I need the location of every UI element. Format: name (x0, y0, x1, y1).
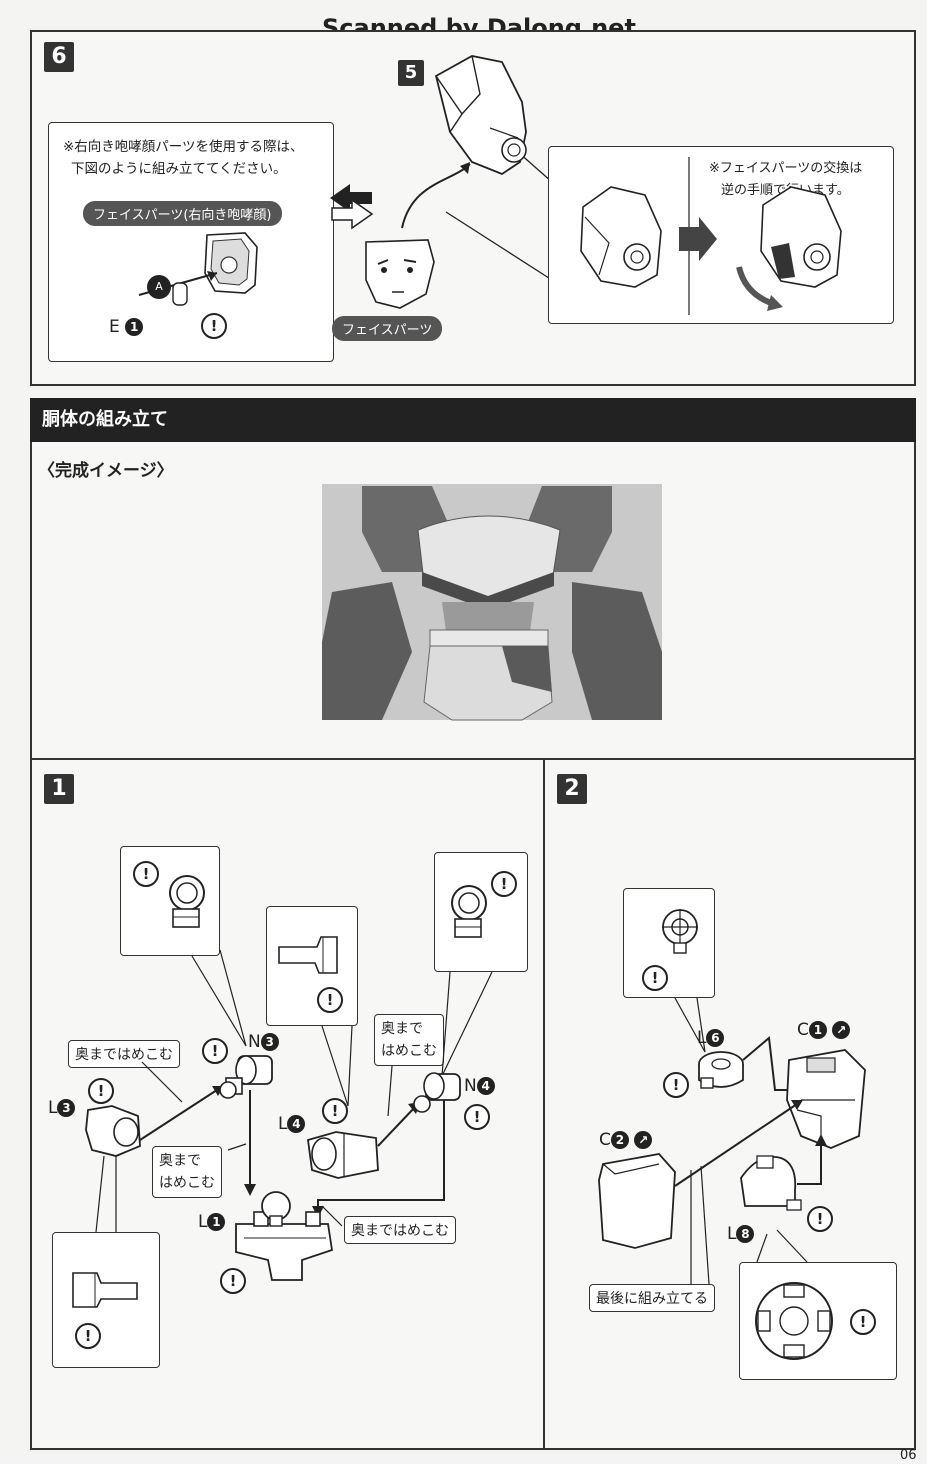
l6-detail-box: ! (623, 888, 715, 998)
completed-image-panel: 〈完成イメージ〉 (30, 442, 916, 760)
l4-detail-box: ! (266, 906, 358, 1026)
step6-panel: 6 ※右向き咆哮顔パーツを使用する際は、 下図のように組み立ててください。 フェ… (30, 30, 916, 386)
tag-line: はめこむ (381, 1043, 437, 1059)
l6-detail-drawing (662, 909, 698, 954)
step-number-2: 2 (557, 774, 587, 804)
part-number-badge: 2 (610, 1131, 629, 1149)
caution-icon: ! (322, 1098, 348, 1124)
tag-line: 奥まで (159, 1153, 201, 1169)
part-number-badge: 3 (57, 1099, 76, 1117)
roar-face-part-drawing (138, 232, 258, 306)
tag-line: はめこむ (159, 1175, 215, 1191)
note-line-2: 下図のように組み立ててください。 (71, 161, 287, 177)
part-number-badge: 4 (476, 1077, 495, 1095)
caution-icon: ! (491, 871, 517, 897)
caution-icon: ! (88, 1078, 114, 1104)
part-number-badge: 3 (260, 1033, 279, 1051)
face-swap-drawing (580, 157, 842, 315)
assemble-last-tag: 最後に組み立てる (589, 1284, 715, 1312)
part-number-badge: 1 (125, 318, 144, 336)
roar-face-note-box: ※右向き咆哮顔パーツを使用する際は、 下図のように組み立ててください。 フェイス… (48, 122, 334, 362)
swap-arrow-icon (330, 184, 374, 230)
step-number-1: 1 (44, 774, 74, 804)
helmet-drawing (365, 55, 527, 309)
l8-detail-box: ! (739, 1262, 897, 1380)
n4-detail-box: ! (434, 852, 528, 972)
roar-face-part-pill: フェイスパーツ(右向き咆哮顔) (83, 201, 282, 226)
part-number-badge: 8 (736, 1225, 755, 1243)
paint-icon: ↗ (634, 1131, 653, 1149)
caution-icon: ! (850, 1309, 876, 1335)
insert-fully-tag-n3: 奥まではめこむ (68, 1040, 180, 1068)
face-part-pill: フェイスパーツ (332, 316, 443, 341)
l3-detail-box: ! (52, 1232, 160, 1368)
caution-icon: ! (663, 1072, 689, 1098)
l3-detail-drawing (72, 1272, 138, 1308)
part-number-badge: 1 (207, 1213, 226, 1231)
paint-icon: A (147, 275, 171, 299)
insert-fully-tag-n4: 奥まで はめこむ (374, 1014, 444, 1066)
step-number-6: 6 (44, 42, 74, 72)
tag-line: 奥まで (381, 1021, 423, 1037)
part-number-badge: 1 (808, 1021, 827, 1039)
step2-assembly-drawing (598, 997, 866, 1285)
caution-icon: ! (201, 313, 227, 339)
insert-fully-tag-l3: 奥まで はめこむ (152, 1146, 222, 1198)
caution-icon: ! (317, 987, 343, 1013)
paint-icon: ↗ (832, 1021, 851, 1039)
caution-icon: ! (220, 1268, 246, 1294)
note-line-1: ※右向き咆哮顔パーツを使用する際は、 (63, 139, 304, 155)
n3-detail-box: ! (120, 846, 220, 956)
caution-icon: ! (202, 1038, 228, 1064)
rotate-arrow-icon (736, 266, 773, 306)
caution-icon: ! (807, 1206, 833, 1232)
section-title: 胴体の組み立て (42, 409, 168, 430)
insert-fully-tag-l1: 奥まではめこむ (344, 1216, 456, 1244)
step1-assembly-drawing (85, 949, 493, 1281)
caution-icon: ! (133, 861, 159, 887)
sub-step-number-5: 5 (398, 60, 424, 86)
face-swap-box: ※フェイスパーツの交換は 逆の手順で行います。 (548, 146, 894, 324)
page-number: 06 (900, 1448, 917, 1463)
completed-torso-photo (322, 484, 662, 721)
completed-image-title: 〈完成イメージ〉 (38, 461, 174, 481)
next-step-arrow-icon (679, 217, 717, 261)
l4-detail-drawing (278, 936, 338, 974)
part-number-badge: 6 (706, 1029, 725, 1047)
part-number-badge: 4 (287, 1115, 306, 1133)
caution-icon: ! (642, 965, 668, 991)
caution-icon: ! (464, 1104, 490, 1130)
n4-detail-drawing (451, 885, 487, 938)
step1-panel: 1 ! ! ! ! 奥まではめこむ (30, 760, 544, 1450)
l8-detail-drawing (755, 1282, 833, 1360)
caution-icon: ! (75, 1323, 101, 1349)
section-title-bar: 胴体の組み立て (30, 398, 916, 442)
n3-detail-drawing (169, 875, 205, 928)
part-e1-label: E 1 (109, 317, 144, 337)
step6-connectors (330, 151, 553, 281)
swap-note-line-1: ※フェイスパーツの交換は (709, 161, 863, 176)
